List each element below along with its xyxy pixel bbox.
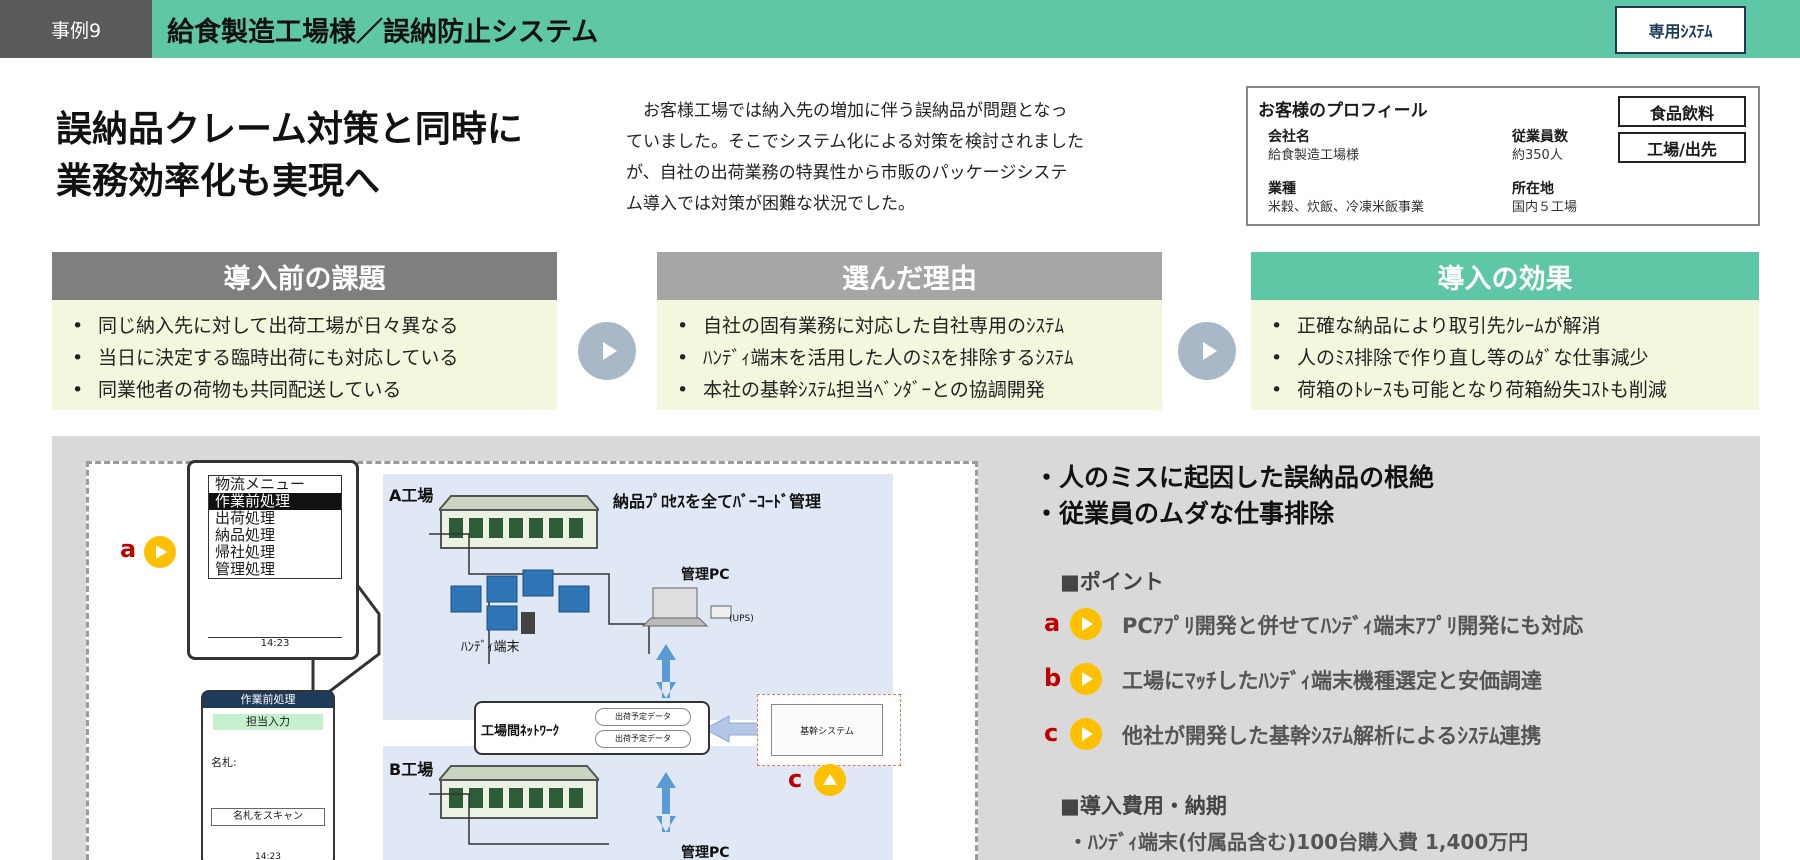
employees-label: 従業員数 xyxy=(1512,129,1568,145)
pc-icon xyxy=(641,587,732,627)
factory-b-label: B工場 xyxy=(389,760,434,779)
site-tag: 工場/出先 xyxy=(1618,132,1746,163)
industry-label: 業種 xyxy=(1268,181,1296,197)
phone-menu-screen: 物流メニュー 作業前処理 出荷処理 納品処理 帰社処理 管理処理 xyxy=(208,475,342,579)
column-body-challenges: 同じ納入先に対して出荷工場が日々異なる 当日に決定する臨時出荷にも対応している … xyxy=(52,300,557,410)
phone-time: 14:23 xyxy=(255,852,281,860)
profile-title: お客様のプロフィール xyxy=(1258,101,1428,121)
key-benefit-1: ・人のミスに起因した誤納品の根絶 xyxy=(1034,463,1435,492)
list-item: ﾊﾝﾃﾞｨ端末を活用した人のﾐｽを排除するｼｽﾃﾑ xyxy=(677,342,1162,374)
point-text: 他社が開発した基幹ｼｽﾃﾑ解析によるｼｽﾃﾑ連携 xyxy=(1122,724,1542,748)
location-value: 国内５工場 xyxy=(1512,200,1578,215)
column-header-effects: 導入の効果 xyxy=(1251,252,1759,300)
point-letter: a xyxy=(1044,609,1061,637)
phone-time: 14:23 xyxy=(208,637,342,651)
network-label: 工場間ﾈｯﾄﾜｰｸ xyxy=(481,724,560,739)
arrow-play-icon xyxy=(578,322,636,380)
management-pc-label: 管理PC xyxy=(681,845,730,860)
list-item: 荷箱のﾄﾚｰｽも可能となり荷箱紛失ｺｽﾄも削減 xyxy=(1271,374,1759,406)
menu-item: 出荷処理 xyxy=(215,509,276,527)
intro-line: ていました。そこでシステム化による対策を検討されました xyxy=(626,132,1084,152)
menu-title: 物流メニュー xyxy=(215,475,306,493)
factory-building-icon xyxy=(439,495,599,549)
list-item: 人のﾐｽ排除で作り直し等のﾑﾀﾞな仕事減少 xyxy=(1271,342,1759,374)
company-value: 給食製造工場様 xyxy=(1268,148,1360,163)
column-header-reasons: 選んだ理由 xyxy=(657,252,1162,300)
list-item: 自社の固有業務に対応した自社専用のｼｽﾃﾑ xyxy=(677,310,1162,342)
point-letter: b xyxy=(1044,664,1062,692)
factory-a-label: A工場 xyxy=(389,486,434,505)
point-marker-icon xyxy=(1070,608,1102,640)
company-label: 会社名 xyxy=(1268,129,1310,145)
marker-c-icon xyxy=(814,764,846,796)
list-item: 正確な納品により取引先ｸﾚｰﾑが解消 xyxy=(1271,310,1759,342)
marker-a-icon xyxy=(144,536,176,568)
scan-nametag-button[interactable]: 名札をスキャン xyxy=(211,808,325,826)
diagram-caption: 納品ﾌﾟﾛｾｽを全てﾊﾞｰｺｰﾄﾞ管理 xyxy=(613,492,822,511)
intro-line: が、自社の出荷業務の特異性から市販のパッケージシステ xyxy=(626,163,1068,183)
headline-line-2: 業務効率化も実現へ xyxy=(56,161,381,202)
employees-value: 約350人 xyxy=(1512,148,1563,163)
location-label: 所在地 xyxy=(1512,181,1554,197)
form-subtitle: 担当入力 xyxy=(213,714,323,730)
menu-item: 納品処理 xyxy=(215,526,276,544)
headline-line-1: 誤納品クレーム対策と同時に xyxy=(56,109,523,150)
cost-heading: ■導入費用・納期 xyxy=(1060,794,1227,818)
case-tag: 事例9 xyxy=(0,0,152,58)
point-letter: c xyxy=(1044,719,1059,747)
marker-letter-c: c xyxy=(788,765,803,793)
industry-tag: 食品飲料 xyxy=(1618,96,1746,127)
list-item: 同じ納入先に対して出荷工場が日々異なる xyxy=(72,310,557,342)
header-bar: 事例9 給食製造工場様／誤納防止システム 専用ｼｽﾃﾑ xyxy=(0,0,1800,58)
point-heading: ■ポイント xyxy=(1060,570,1164,594)
point-marker-icon xyxy=(1070,718,1102,750)
form-title: 作業前処理 xyxy=(203,692,333,708)
key-benefit-2: ・従業員のムダな仕事排除 xyxy=(1034,499,1335,528)
column-body-reasons: 自社の固有業務に対応した自社専用のｼｽﾃﾑ ﾊﾝﾃﾞｨ端末を活用した人のﾐｽを排… xyxy=(657,300,1162,410)
menu-item: 管理処理 xyxy=(215,560,276,578)
handy-phone-menu: 物流メニュー 作業前処理 出荷処理 納品処理 帰社処理 管理処理 14:23 xyxy=(187,460,359,660)
point-text: 工場にﾏｯﾁしたﾊﾝﾃﾞｨ端末機種選定と安価調達 xyxy=(1122,669,1542,693)
data-tag: 出荷予定データ xyxy=(595,730,691,748)
list-item: 本社の基幹ｼｽﾃﾑ担当ﾍﾞﾝﾀﾞｰとの協調開発 xyxy=(677,374,1162,406)
handy-terminal-label: ﾊﾝﾃﾞｨ端末 xyxy=(461,640,520,655)
intro-paragraph: お客様工場では納入先の増加に伴う誤納品が問題となっ ていました。そこでシステム化… xyxy=(626,96,1186,220)
industry-value: 米穀、炊飯、冷凍米飯事業 xyxy=(1268,200,1425,215)
ups-label: (UPS) xyxy=(729,614,754,624)
headline: 誤納品クレーム対策と同時に 業務効率化も実現へ xyxy=(56,104,523,208)
system-diagram: A工場 B工場 納品ﾌﾟﾛｾｽを全てﾊﾞｰｺｰﾄﾞ管理 xyxy=(86,460,978,860)
management-pc-label: 管理PC xyxy=(681,567,730,583)
customer-profile: お客様のプロフィール 会社名 給食製造工場様 従業員数 約350人 業種 米穀、… xyxy=(1246,86,1760,226)
handy-phone-form: 作業前処理 担当入力 名札: 名札をスキャン 14:23 xyxy=(201,690,335,860)
page-title: 給食製造工場様／誤納防止システム xyxy=(167,16,599,48)
core-system-box: 基幹システム xyxy=(771,704,883,756)
intro-line: ム導入では対策が困難な状況でした。 xyxy=(626,194,915,214)
cargo-boxes-icon xyxy=(450,569,590,634)
column-header-challenges: 導入前の課題 xyxy=(52,252,557,300)
menu-item-selected: 作業前処理 xyxy=(209,493,341,510)
form-field-label: 名札: xyxy=(211,756,237,769)
point-marker-icon xyxy=(1070,663,1102,695)
intro-line: お客様工場では納入先の増加に伴う誤納品が問題となっ xyxy=(643,101,1068,121)
arrow-play-icon xyxy=(1178,322,1236,380)
list-item: 同業他者の荷物も共同配送している xyxy=(72,374,557,406)
data-tag: 出荷予定データ xyxy=(595,708,691,726)
point-text: PCｱﾌﾟﾘ開発と併せてﾊﾝﾃﾞｨ端末ｱﾌﾟﾘ開発にも対応 xyxy=(1122,614,1584,638)
menu-item: 帰社処理 xyxy=(215,543,276,561)
list-item: 当日に決定する臨時出荷にも対応している xyxy=(72,342,557,374)
column-body-effects: 正確な納品により取引先ｸﾚｰﾑが解消 人のﾐｽ排除で作り直し等のﾑﾀﾞな仕事減少… xyxy=(1251,300,1759,410)
marker-letter-a: a xyxy=(120,535,137,563)
cost-line: ・ﾊﾝﾃﾞｨ端末(付属品含む)100台購入費 1,400万円 xyxy=(1068,830,1529,854)
category-badge: 専用ｼｽﾃﾑ xyxy=(1615,6,1746,54)
factory-building-icon xyxy=(439,765,599,819)
